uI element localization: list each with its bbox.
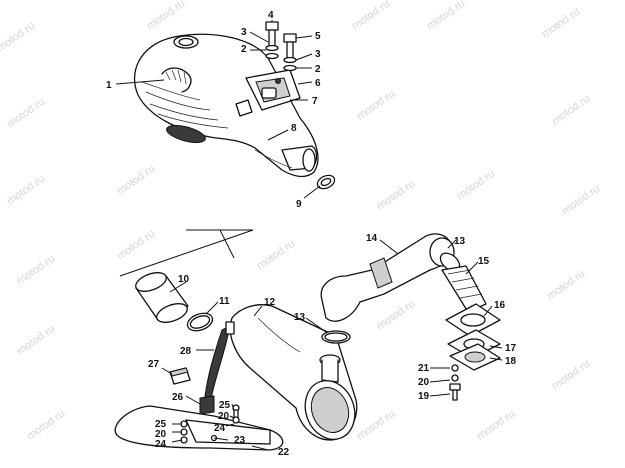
clamp-part-11 [186,312,214,332]
watermark-text: motod.ru [15,323,57,358]
callout-20: 20 [218,411,230,422]
watermark-text: motod.ru [355,408,397,443]
callout-3: 3 [315,49,321,60]
stud-part-7 [235,99,308,117]
callout-21: 21 [418,363,430,374]
callout-19: 19 [418,391,430,402]
callout-25: 25 [219,400,231,411]
muffler-part-12 [229,304,358,441]
gasket-part-18 [449,343,501,371]
spring-part-1 [161,67,192,93]
callout-13: 13 [454,236,466,247]
watermark-text: motod.ru [115,163,157,198]
callout-13: 13 [294,312,306,323]
callout-8: 8 [291,123,297,134]
callout-26: 26 [172,392,184,403]
callout-12: 12 [264,297,276,308]
watermark-text: motod.ru [375,298,417,333]
watermark-text: motod.ru [475,408,517,443]
tube-part-10 [135,272,189,323]
watermark-text: motod.ru [560,183,602,218]
callout-9: 9 [296,199,302,210]
callout-15: 15 [478,256,490,267]
watermark-text: motod.ru [375,178,417,213]
watermark-text: motod.ru [0,20,37,55]
clamp-part-13-lower [321,330,351,344]
flex-pipe-part-15 [441,265,487,313]
callout-25: 25 [155,419,167,430]
watermark-text: motod.ru [425,0,467,32]
callout-10: 10 [178,274,190,285]
callout-14: 14 [366,233,378,244]
bracket-part-26 [199,395,215,415]
callout-17: 17 [505,343,517,354]
callout-18: 18 [505,356,517,367]
callout-5: 5 [315,31,321,42]
callout-labels: 1 2 2 3 3 4 5 6 7 8 9 10 11 12 13 13 14 … [106,10,517,458]
callout-16: 16 [494,300,506,311]
watermark-text: motod.ru [550,358,592,393]
callout-20: 20 [418,377,430,388]
watermark-text: motod.ru [255,238,297,273]
callout-2: 2 [315,64,321,75]
strap-part-28 [203,321,235,407]
callout-2: 2 [241,44,247,55]
callout-23: 23 [234,435,246,446]
callout-27: 27 [148,359,160,370]
callout-7: 7 [312,96,318,107]
callout-4: 4 [268,10,274,21]
flange-part-16 [445,303,501,337]
hardware-set-right [449,364,461,401]
watermark-text: motod.ru [115,228,157,263]
watermark-text: motod.ru [355,88,397,123]
tailpipe-part-14 [320,233,455,322]
assembly-leader-line [219,229,235,259]
watermark-text: motod.ru [540,6,582,41]
bolt-part-5 [283,33,297,59]
callout-20: 20 [155,429,167,440]
watermark-text: motod.ru [15,253,57,288]
leader-lines [115,20,503,451]
bolt-part-4 [265,21,279,49]
callout-1: 1 [106,80,112,91]
callout-11: 11 [219,296,230,307]
assembly-leader-line [119,229,254,277]
callout-6: 6 [315,78,321,89]
clamp-part-9 [316,174,336,190]
mount-bracket-part-6 [245,69,301,111]
watermark-text: motod.ru [550,93,592,128]
washers-part-2-3 [265,44,297,72]
callout-22: 22 [278,447,290,458]
callout-28: 28 [180,346,192,357]
watermark-text: motod.ru [545,268,587,303]
watermark-text: motod.ru [350,0,392,32]
callout-24: 24 [155,439,167,450]
watermark-text: motod.ru [25,408,67,443]
watermark-text: motod.ru [5,96,47,131]
callout-3: 3 [241,27,247,38]
bracket-part-22 [114,405,284,451]
callout-24: 24 [214,423,226,434]
watermark-text: motod.ru [455,168,497,203]
rubber-block-part-27 [169,367,191,385]
watermark-text: motod.ru [5,173,47,208]
watermark-text: motod.ru [145,0,187,32]
